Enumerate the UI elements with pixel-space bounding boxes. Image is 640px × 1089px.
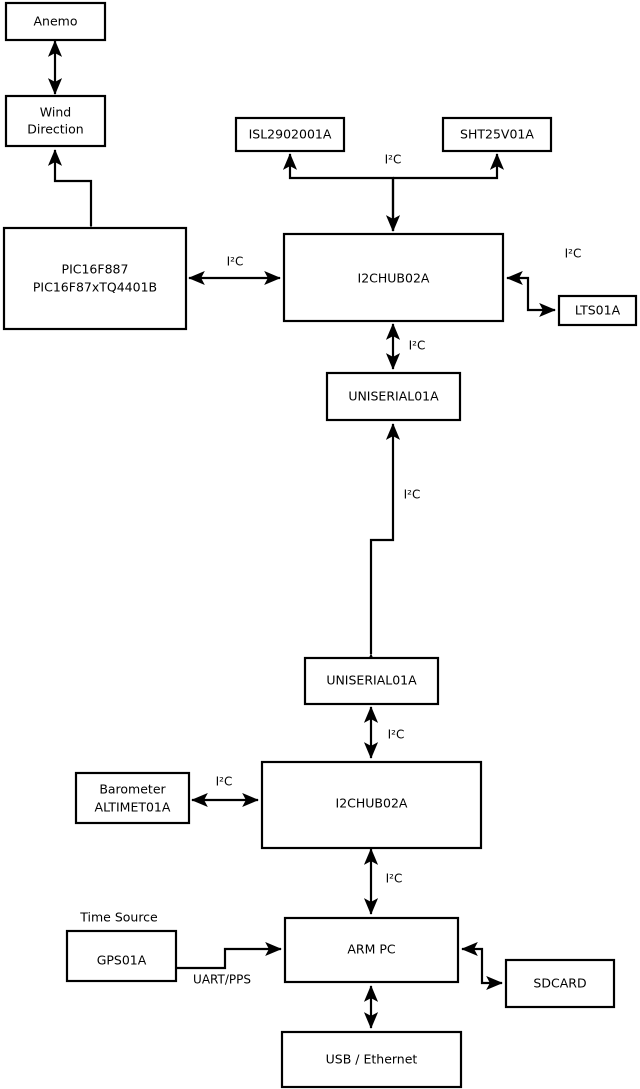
node-usb-ethernet-box[interactable] — [280, 1030, 463, 1089]
node-anemo-label: Anemo — [34, 14, 78, 29]
edge-pic-wind-direction — [47, 149, 99, 242]
edge-i2chub-top-sht — [393, 153, 505, 180]
node-arm-pc-label: ARM PC — [347, 942, 396, 957]
edge-i2chub-top-isl — [282, 153, 395, 231]
node-sdcard-box[interactable] — [504, 958, 616, 1009]
edge-label-gps-to-arm: UART/PPS — [193, 973, 251, 987]
node-wind-direction-label-line1: Wind — [40, 105, 71, 120]
node-sht-box[interactable] — [441, 116, 553, 153]
node-i2chub-top-label: I2CHUB02A — [358, 271, 430, 286]
edge-label-hub-to-lts: I²C — [565, 247, 582, 261]
node-pic-box[interactable] — [2, 226, 188, 331]
node-lts[interactable]: LTS01A — [557, 294, 638, 327]
node-lts-label: LTS01A — [575, 303, 621, 318]
node-uniserial-bottom-label: UNISERIAL01A — [326, 673, 417, 688]
node-isl-box[interactable] — [234, 116, 346, 153]
node-barometer[interactable]: Barometer ALTIMET01A — [74, 771, 191, 825]
node-sht[interactable]: SHT25V01A — [441, 116, 553, 153]
node-uniserial-top-label: UNISERIAL01A — [348, 389, 439, 404]
node-sht-label: SHT25V01A — [460, 127, 534, 142]
node-uniserial-bottom-box[interactable] — [303, 656, 440, 706]
node-uniserial-bottom[interactable]: UNISERIAL01A — [303, 656, 440, 706]
node-wind-direction[interactable]: Wind Direction — [4, 94, 107, 148]
edge-arm-pc-sdcard — [461, 941, 503, 991]
node-pic-label-line1: PIC16F887 — [62, 262, 129, 277]
edge-label-hub-to-uniserial: I²C — [409, 339, 426, 353]
edge-label-hub-to-arm: I²C — [386, 872, 403, 886]
node-anemo[interactable]: Anemo — [4, 1, 107, 42]
edge-label-hub-to-sensors: I²C — [385, 153, 402, 167]
node-arm-pc-box[interactable] — [283, 916, 460, 984]
node-barometer-box[interactable] — [74, 771, 191, 825]
node-sdcard-label: SDCARD — [533, 976, 586, 991]
node-anemo-box[interactable] — [4, 1, 107, 42]
node-usb-ethernet[interactable]: USB / Ethernet — [280, 1030, 463, 1089]
node-wind-direction-box[interactable] — [4, 94, 107, 148]
edge-label-uniserial-to-uniserial: I²C — [404, 488, 421, 502]
node-uniserial-top-box[interactable] — [325, 371, 462, 422]
node-i2chub-top-box[interactable] — [282, 232, 505, 323]
edge-label-pic-to-hub: I²C — [227, 255, 244, 269]
node-usb-ethernet-label: USB / Ethernet — [326, 1052, 418, 1067]
node-sdcard[interactable]: SDCARD — [504, 958, 616, 1009]
node-uniserial-top[interactable]: UNISERIAL01A — [325, 371, 462, 422]
edge-gps-arm-pc — [176, 941, 282, 970]
node-i2chub-bottom-label: I2CHUB02A — [336, 796, 408, 811]
node-gps[interactable]: GPS01A — [65, 929, 178, 983]
time-source-label: Time Source — [79, 910, 158, 925]
node-gps-label: GPS01A — [97, 953, 147, 968]
node-isl-label: ISL2902001A — [249, 127, 332, 142]
edge-uniserial-top-uniserial-bottom — [363, 423, 401, 670]
node-i2chub-bottom[interactable]: I2CHUB02A — [260, 760, 483, 850]
node-pic[interactable]: PIC16F887 PIC16F87xTQ4401B — [2, 226, 188, 331]
edge-i2chub-top-lts — [506, 270, 556, 318]
edge-label-uniserial-to-hub-bottom: I²C — [388, 728, 405, 742]
node-gps-box[interactable] — [65, 929, 178, 983]
node-i2chub-bottom-box[interactable] — [260, 760, 483, 850]
node-pic-label-line2: PIC16F87xTQ4401B — [33, 280, 157, 295]
node-wind-direction-label-line2: Direction — [27, 122, 83, 137]
node-i2chub-top[interactable]: I2CHUB02A — [282, 232, 505, 323]
node-barometer-label-line1: Barometer — [99, 782, 166, 797]
node-barometer-label-line2: ALTIMET01A — [95, 800, 171, 815]
node-lts-box[interactable] — [557, 294, 638, 327]
edge-label-barometer-to-hub: I²C — [216, 775, 233, 789]
node-arm-pc[interactable]: ARM PC — [283, 916, 460, 984]
node-isl[interactable]: ISL2902001A — [234, 116, 346, 153]
